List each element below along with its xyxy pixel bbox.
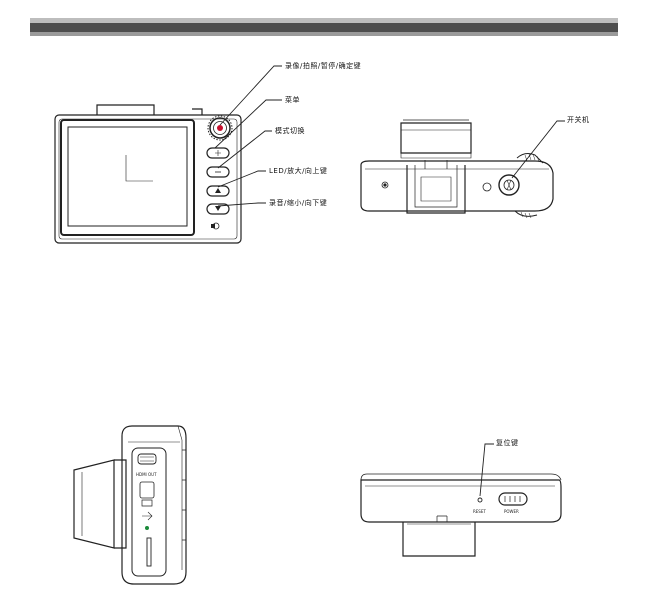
header-stripe [30,18,618,36]
reset-label: RESET [473,509,486,514]
callout-mode-button: 模式切换 [275,127,305,135]
hdmi-port-label: HDMI OUT [136,472,157,477]
callout-up-button: LED/放大/向上键 [269,167,328,175]
camera-side-view: HDMI OUT [73,425,187,585]
callout-reset-button: 复位键 [496,439,519,447]
camera-back-view [54,104,242,244]
callout-down-button: 录音/缩小/向下键 [269,199,328,207]
power-switch-label: POWER [504,509,519,514]
callout-menu-button: 菜单 [285,96,300,104]
camera-top-view [360,119,554,219]
callout-power-button: 开关机 [567,116,590,124]
camera-bottom-view: RESET POWER [360,473,562,557]
callout-record-button: 录像/拍照/暂停/确定键 [285,62,362,70]
